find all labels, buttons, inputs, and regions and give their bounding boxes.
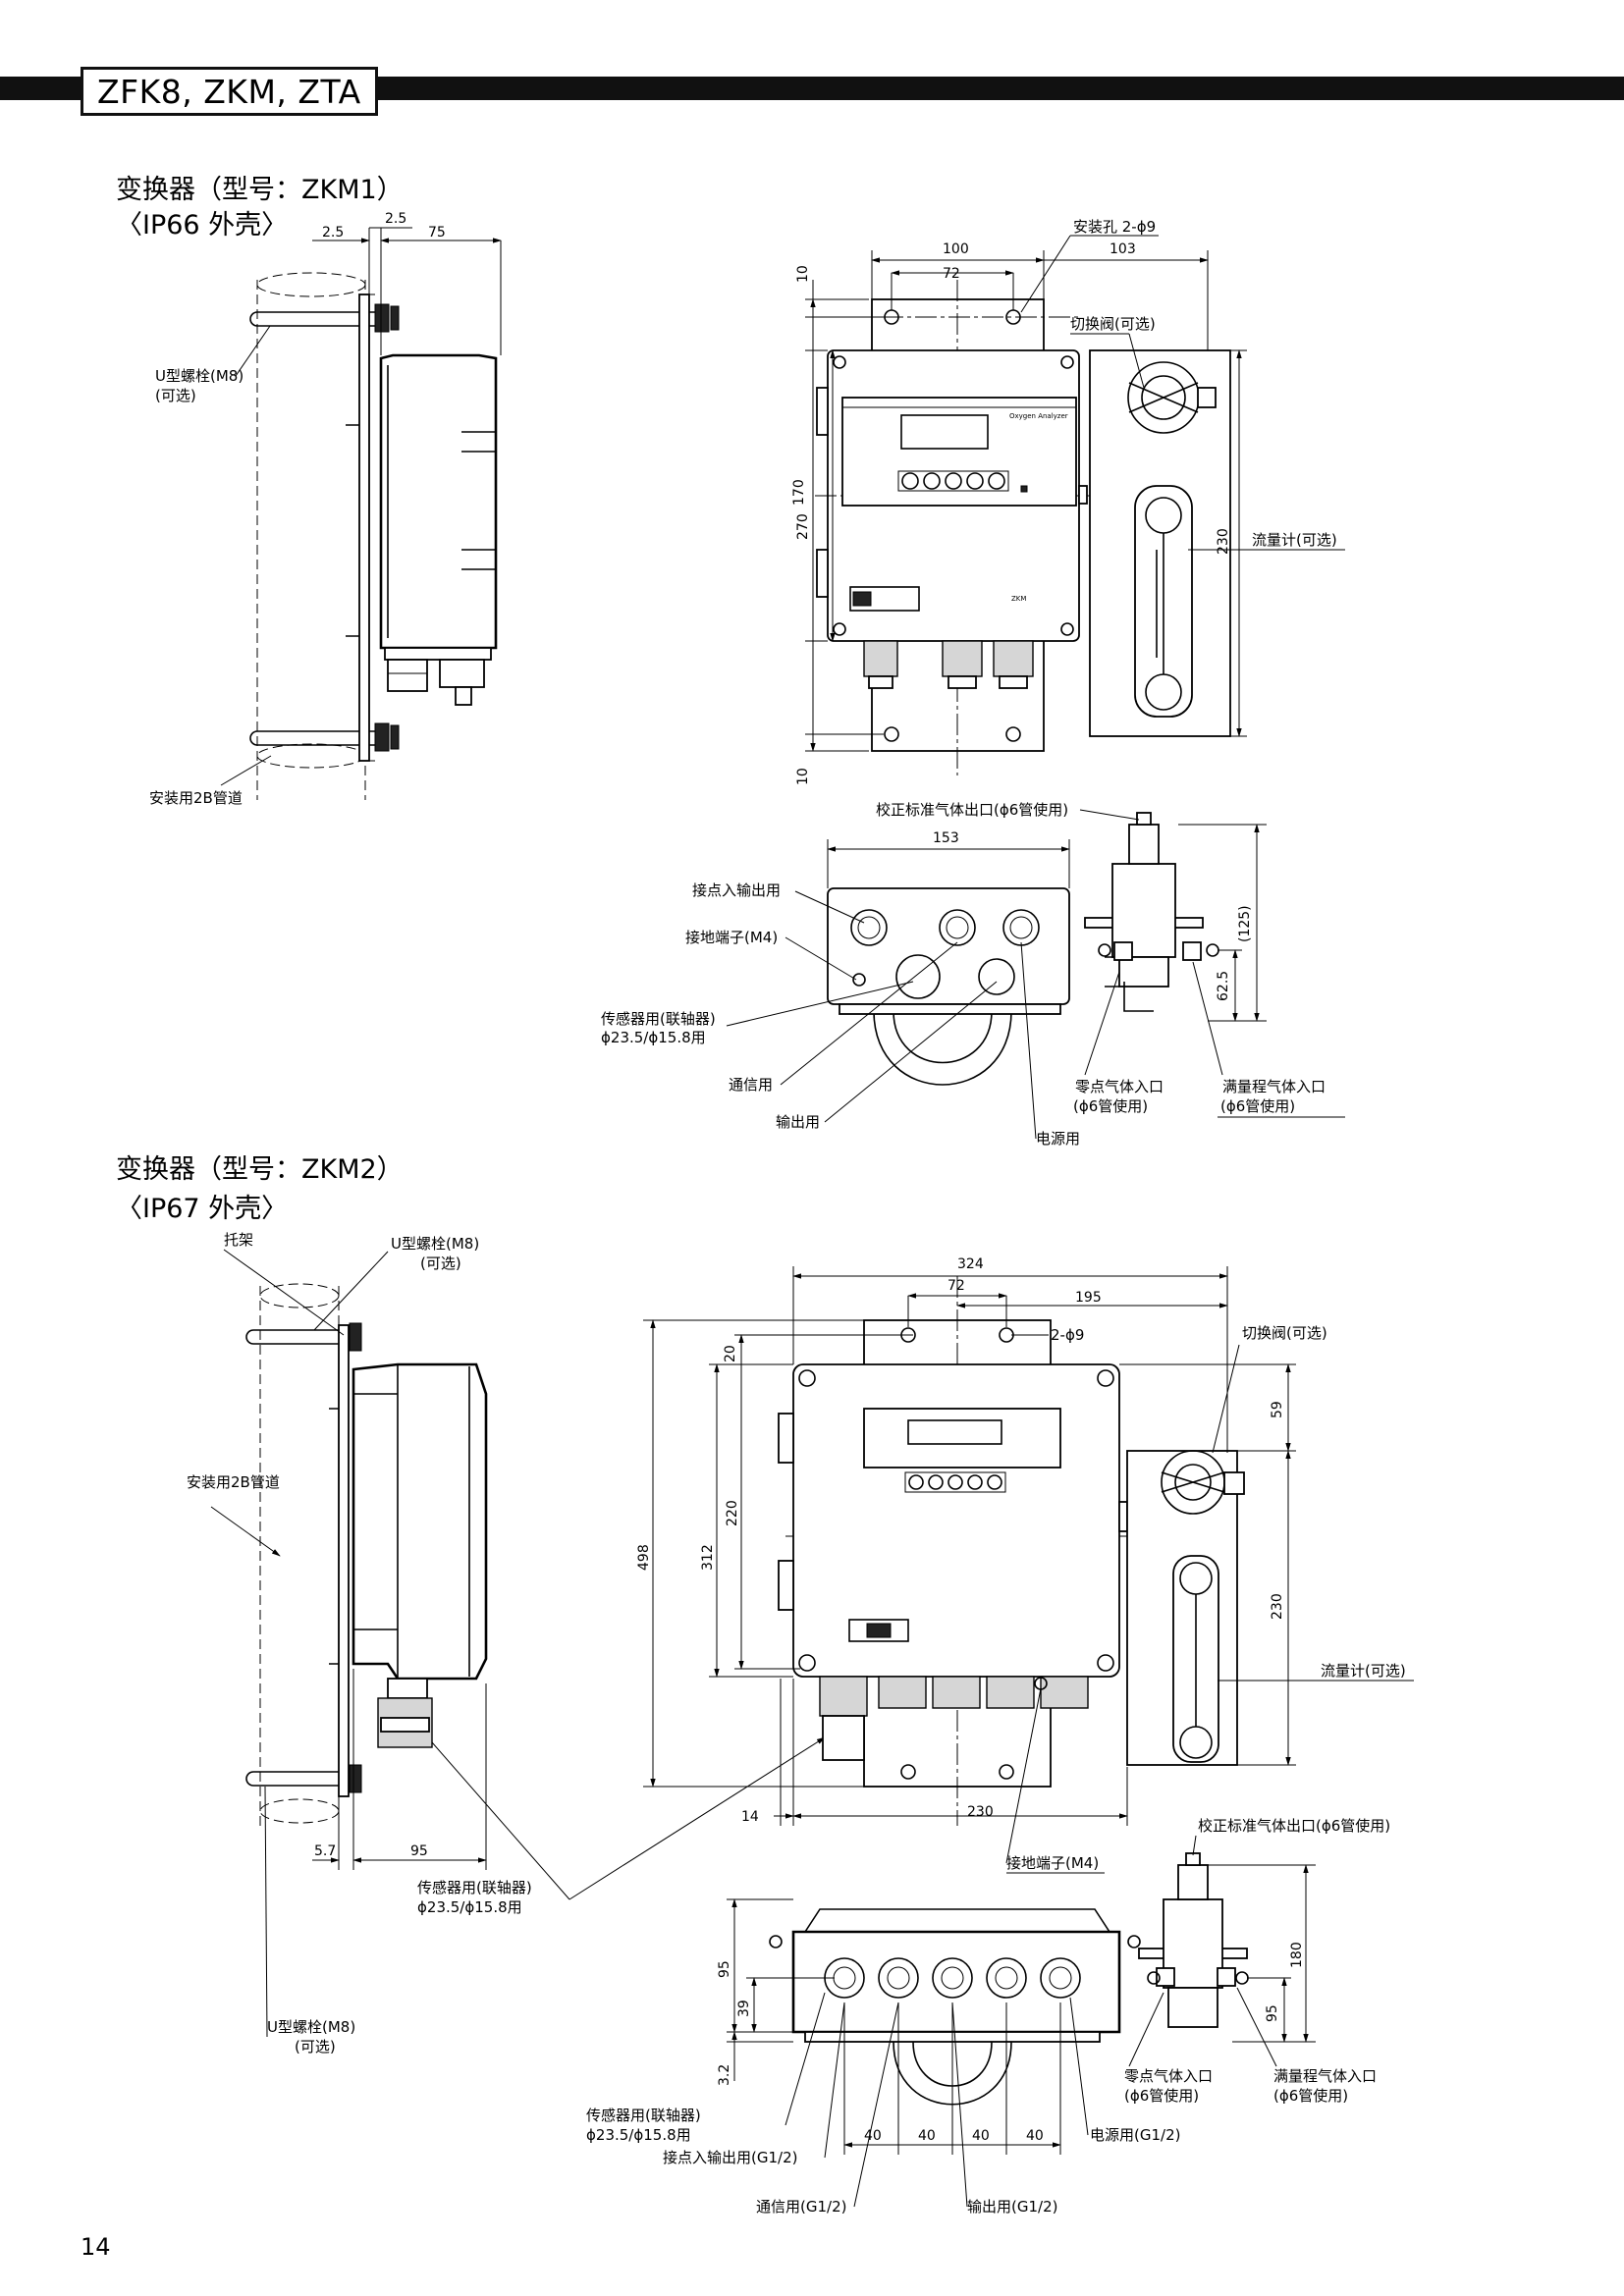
label-output-2: 输出用(G1/2) [967,2198,1057,2216]
label-sensor-size: ϕ23.5/ϕ15.8用 [601,1029,706,1046]
dim-75: 75 [428,225,446,240]
dim-62-5: 62.5 [1216,971,1231,1001]
dim-103: 103 [1110,241,1136,257]
label-switch-valve: 切换阀(可选) [1070,315,1156,333]
section1-title: 变换器（型号：ZKM1） [116,175,404,205]
label-u-bolt-2: U型螺栓(M8) [391,1235,479,1253]
dim-10-b: 10 [795,768,811,785]
label-mount-pipe: 安装用2B管道 [149,789,243,807]
label-zero-tube: (ϕ6管使用) [1073,1097,1148,1115]
dim-72: 72 [943,266,960,282]
dim-40-c: 40 [972,2128,990,2144]
zkm1-side-view [249,272,498,800]
label-zero-tube-2: (ϕ6管使用) [1124,2087,1199,2105]
label-ground: 接地端子(M4) [685,929,778,946]
dim-170: 170 [791,479,807,506]
dim-40-b: 40 [918,2128,936,2144]
dim-312: 312 [700,1544,716,1571]
label-optional: (可选) [155,387,196,404]
zkm1-bottom-dims: 153 (125) 62.5 校正标准气体出口(ϕ6管使用) 接点入输出用 接地… [601,801,1345,1148]
dim-125: (125) [1237,905,1253,942]
label-flowmeter-2: 流量计(可选) [1321,1662,1406,1680]
zkm2-front-dims: 324 72 195 2-ϕ9 切换阀(可选) 498 312 220 20 5… [636,1256,1414,1874]
dim-100: 100 [943,241,969,257]
dim-498: 498 [636,1544,652,1571]
label-power: 电源用 [1036,1130,1080,1148]
section2-title: 变换器（型号：ZKM2） [116,1154,404,1185]
zkm1-side-dims: 2.5 2.5 75 [312,211,502,355]
dim-95-b: 95 [717,1960,732,1978]
dim-14: 14 [741,1809,759,1825]
label-hole-2: 2-ϕ9 [1051,1326,1084,1344]
label-contact-io-2: 接点入输出用(G1/2) [663,2149,797,2166]
dim-180: 180 [1289,1942,1305,1968]
label-bracket: 托架 [224,1231,253,1249]
dim-72-2: 72 [947,1278,965,1294]
label-sensor-2b: 传感器用(联轴器) [586,2107,701,2124]
label-sensor: 传感器用(联轴器) [601,1010,716,1028]
label-sensor-2: 传感器用(联轴器) [417,1879,532,1896]
label-power-2: 电源用(G1/2) [1090,2126,1180,2144]
label-cal-outlet: 校正标准气体出口(ϕ6管使用) [876,801,1068,819]
dim-40-d: 40 [1026,2128,1044,2144]
page-number: 14 [81,2233,111,2261]
dim-40-a: 40 [864,2128,882,2144]
label-sensor-size-2: ϕ23.5/ϕ15.8用 [417,1898,522,1916]
page-header-title: ZFK8, ZKM, ZTA [81,67,378,116]
label-contact-io: 接点入输出用 [692,881,781,899]
zkm2-bottom-dims: 校正标准气体出口(ϕ6管使用) 95 39 3.2 180 95 40 40 4… [586,1817,1390,2216]
label-cal-outlet-2: 校正标准气体出口(ϕ6管使用) [1198,1817,1390,1835]
label-comm-2: 通信用(G1/2) [756,2198,846,2216]
dim-59: 59 [1270,1401,1285,1418]
dim-39: 39 [736,2000,752,2017]
zkm1-front-dims: 100 72 103 安装孔 2-ϕ9 270 10 10 170 230 切换… [791,218,1345,785]
dim-230: 230 [1216,528,1231,555]
label-span-tube-2: (ϕ6管使用) [1273,2087,1348,2105]
dim-153: 153 [933,830,959,846]
label-span-tube: (ϕ6管使用) [1220,1097,1295,1115]
section2-subtitle: 〈IP67 外壳〉 [116,1194,289,1224]
label-mount-hole: 安装孔 2-ϕ9 [1073,218,1156,236]
label-u-bolt: U型螺栓(M8) [155,367,244,385]
zkm1-front-view: Oxygen Analyzer ZKM [815,280,1231,775]
dim-324: 324 [957,1256,984,1272]
zkm2-side-dims: 托架 U型螺栓(M8) (可选) 安装用2B管道 5.7 95 U型螺栓(M8)… [187,1231,826,2056]
dim-230-2: 230 [1270,1593,1285,1620]
zkm1-side-labels: U型螺栓(M8) (可选) 安装用2B管道 [149,325,272,807]
zkm2-side-view [245,1283,488,1826]
dim-95-c: 95 [1265,2004,1280,2022]
label-flowmeter: 流量计(可选) [1252,531,1337,549]
panel-model: ZKM [1011,595,1026,603]
dim-5-7: 5.7 [314,1843,336,1859]
label-zero-gas: 零点气体入口 [1075,1078,1164,1095]
dim-220: 220 [725,1500,740,1526]
dim-3-2: 3.2 [717,2064,732,2086]
label-ground-2: 接地端子(M4) [1006,1854,1099,1872]
dim-95-side: 95 [410,1843,428,1859]
label-span-gas: 满量程气体入口 [1222,1078,1326,1095]
label-u-bolt-2b: U型螺栓(M8) [267,2018,355,2036]
section1-subtitle: 〈IP66 外壳〉 [116,210,289,240]
label-sensor-size-2b: ϕ23.5/ϕ15.8用 [586,2126,691,2144]
label-optional-2: (可选) [420,1255,461,1272]
label-output: 输出用 [776,1113,820,1131]
zkm1-bottom-view [827,812,1219,1086]
dim-2-5-a: 2.5 [322,225,344,240]
panel-brand: Oxygen Analyzer [1009,412,1068,420]
label-switch-valve-2: 切换阀(可选) [1242,1324,1327,1342]
label-comm: 通信用 [729,1076,773,1094]
label-mount-pipe-2: 安装用2B管道 [187,1473,280,1491]
label-zero-gas-2: 零点气体入口 [1124,2067,1213,2085]
label-span-gas-2: 满量程气体入口 [1273,2067,1377,2085]
dim-20: 20 [723,1345,738,1362]
dim-10-a: 10 [795,265,811,283]
dim-270: 270 [795,513,811,540]
dim-2-5-b: 2.5 [385,211,406,227]
dim-230-b: 230 [967,1804,994,1820]
label-optional-2b: (可选) [295,2038,336,2056]
dim-195: 195 [1075,1290,1102,1306]
zkm2-front-view [778,1276,1245,1826]
